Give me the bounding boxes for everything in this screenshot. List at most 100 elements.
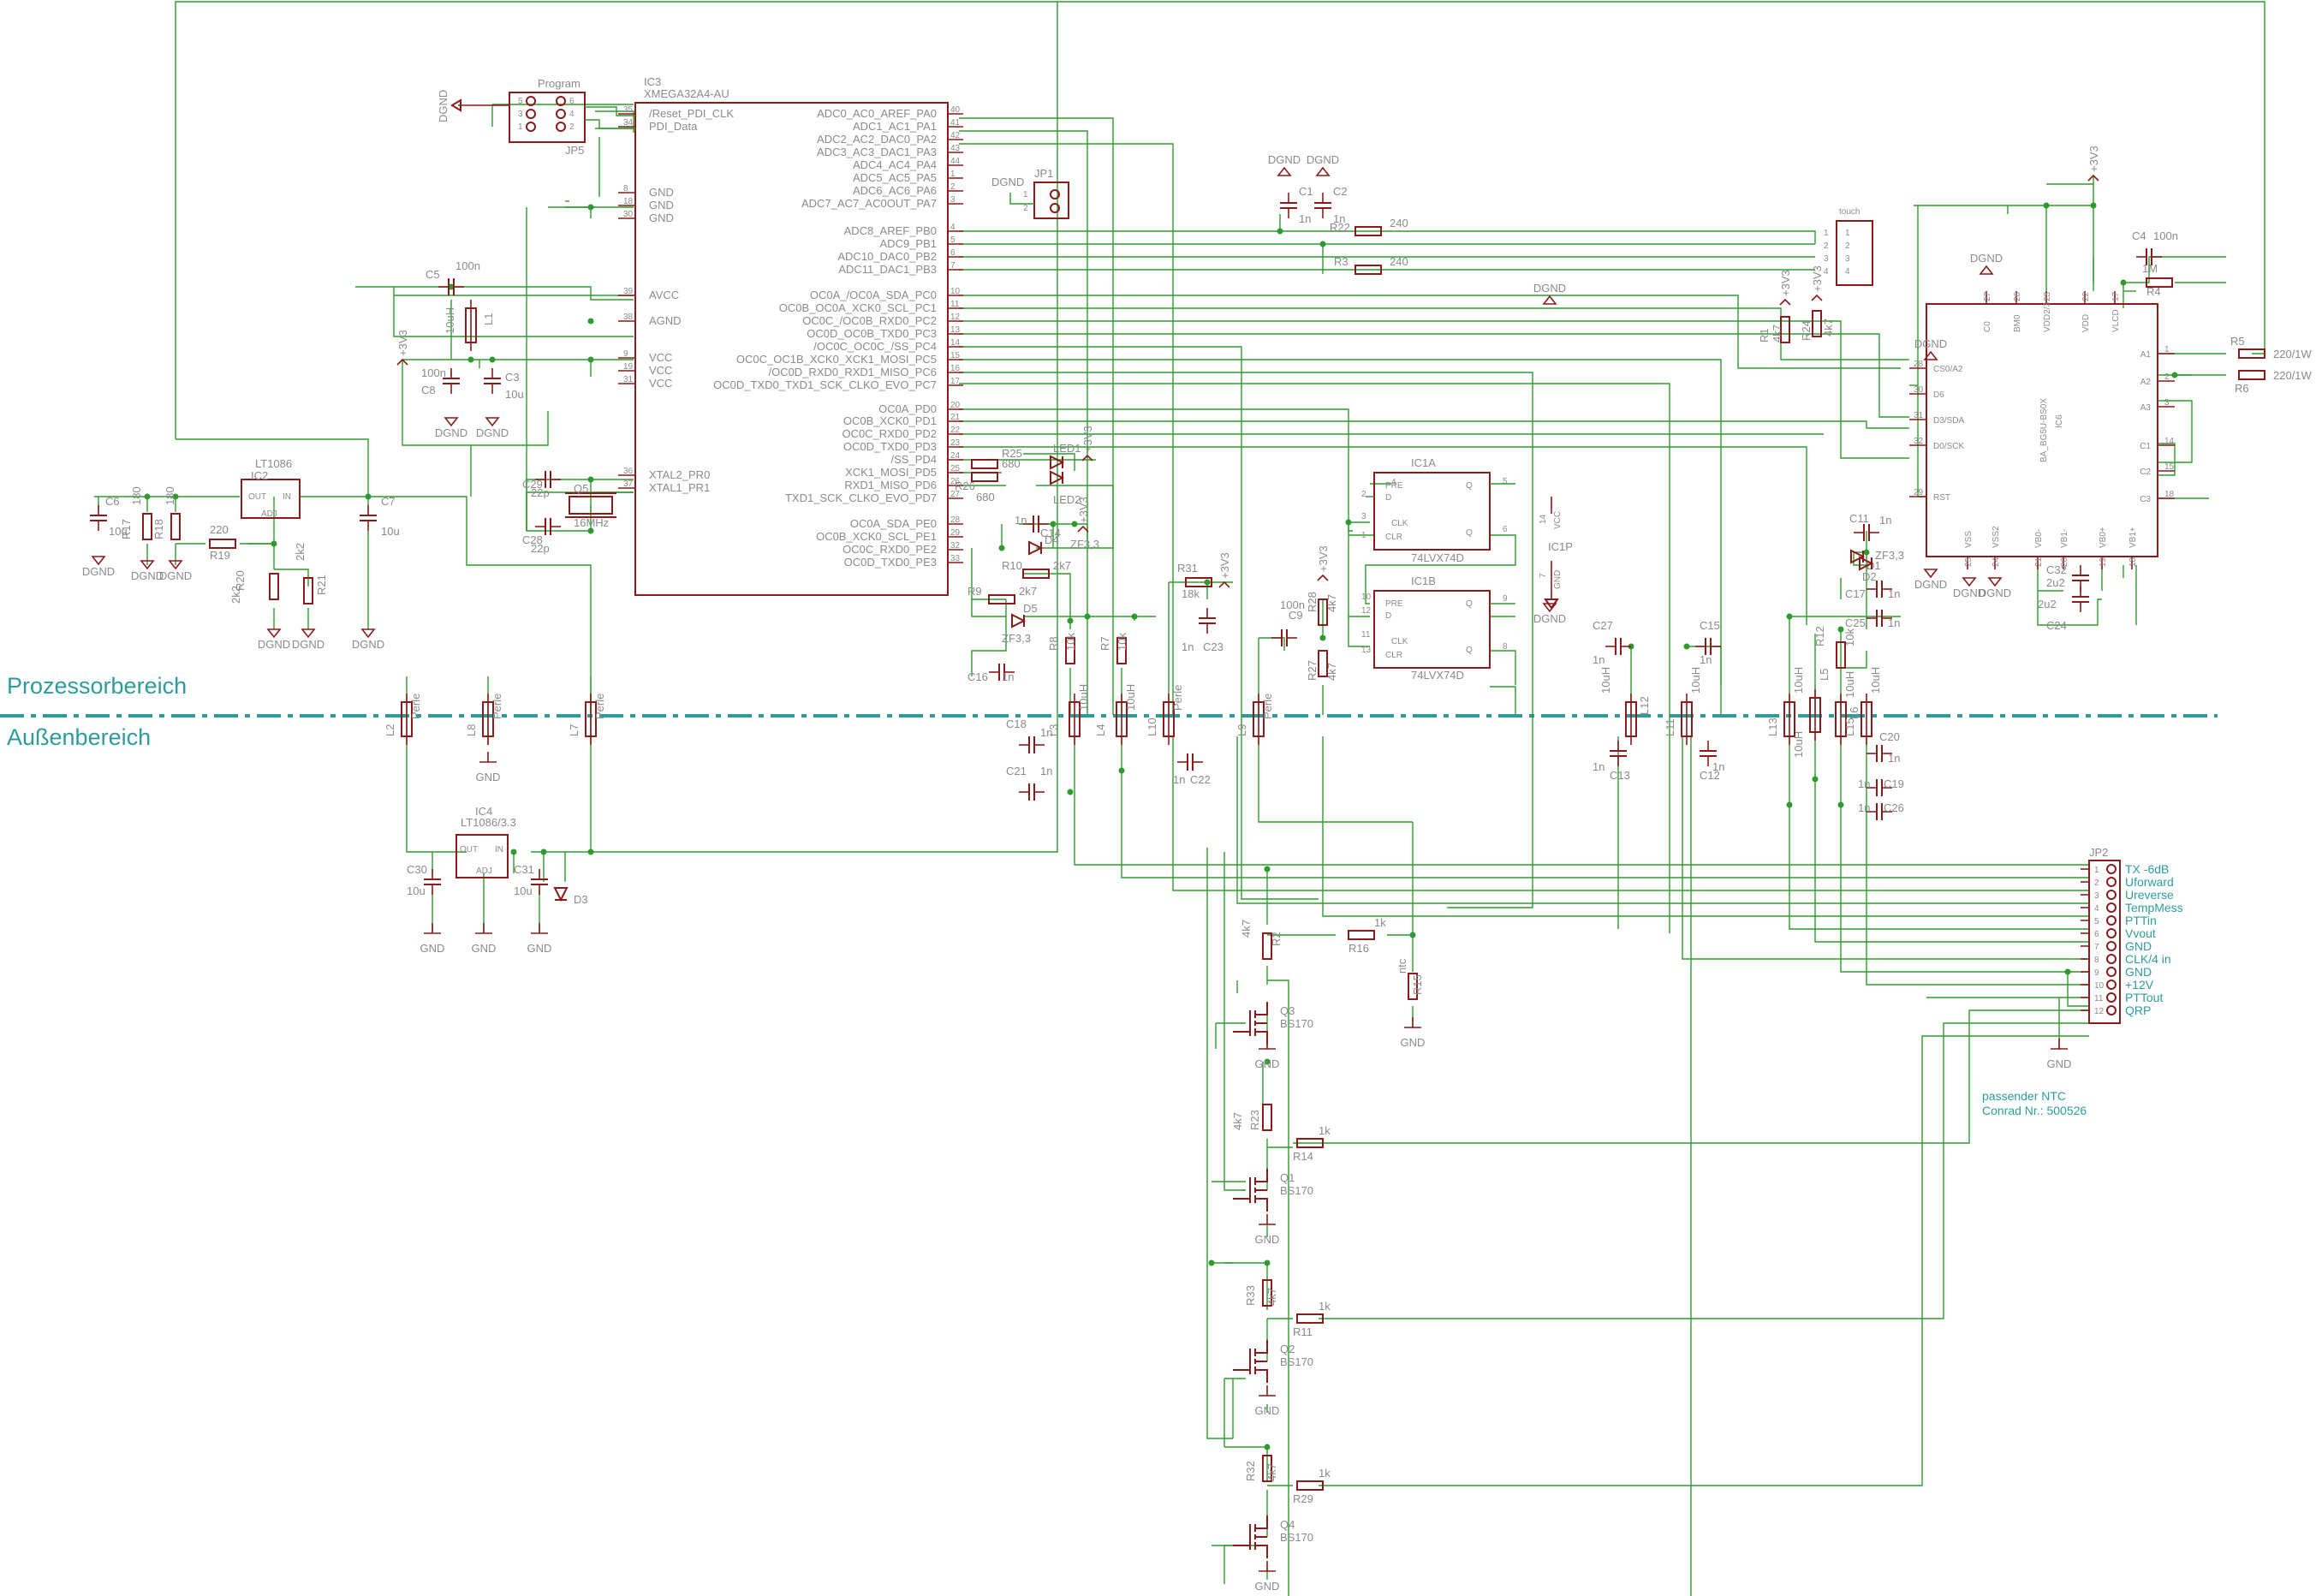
val-l5: 10uH bbox=[1792, 731, 1805, 758]
ic3-pin-35: /Reset_PDI_CLK bbox=[649, 107, 734, 120]
val-c2: 1n bbox=[1333, 212, 1345, 225]
dgnd-symbol: DGND bbox=[159, 560, 192, 582]
ref-c9: C9 bbox=[1289, 609, 1303, 622]
val-r1: 4k7 bbox=[1771, 325, 1783, 342]
ic3-pin-18: GND bbox=[649, 199, 674, 211]
part-led1: LED1 bbox=[1050, 442, 1081, 470]
svg-text:34: 34 bbox=[623, 118, 634, 128]
svg-text:IC1P: IC1P bbox=[1548, 540, 1573, 553]
ic3-pin-6: ADC10_DAC0_PB2 bbox=[837, 250, 937, 263]
svg-text:32: 32 bbox=[950, 541, 961, 551]
ref-c8: C8 bbox=[421, 384, 436, 396]
svg-text:DGND: DGND bbox=[352, 638, 384, 651]
ref-c19: C19 bbox=[1884, 777, 1904, 790]
val-l7: Perle bbox=[593, 694, 606, 719]
svg-text:Q: Q bbox=[1466, 599, 1473, 609]
ref-r8: R8 bbox=[1047, 636, 1060, 651]
jp2-signal-8: CLK/4 in bbox=[2125, 952, 2171, 966]
ref-l15: L15 bbox=[1843, 718, 1856, 736]
val-d4: ZF3,3 bbox=[1070, 538, 1099, 551]
svg-text:14: 14 bbox=[950, 338, 961, 348]
ref-c2: C2 bbox=[1333, 185, 1348, 198]
svg-text:2: 2 bbox=[1361, 490, 1366, 499]
ref-c12: C12 bbox=[1700, 769, 1720, 782]
svg-text:33: 33 bbox=[950, 554, 961, 563]
svg-text:20: 20 bbox=[950, 401, 961, 410]
svg-text:3: 3 bbox=[1845, 254, 1850, 264]
gnd-symbol: GND bbox=[1255, 1214, 1279, 1246]
ic3-pin-22: OC0C_RXD0_PD2 bbox=[842, 427, 937, 440]
val-r11: 1k bbox=[1319, 1300, 1331, 1313]
svg-text:11: 11 bbox=[950, 300, 960, 309]
ref-c31: C31 bbox=[514, 863, 534, 876]
ic3-pin-13: OC0D_OC0B_TXD0_PC3 bbox=[807, 327, 937, 340]
val-r12: 10k bbox=[1843, 628, 1856, 646]
val-l11: 10uH bbox=[1689, 667, 1702, 694]
svg-text:DGND: DGND bbox=[435, 426, 467, 439]
val-c5: 100n bbox=[455, 259, 480, 272]
ic3-pin-27: TXD1_SCK_CLKO_EVO_PD7 bbox=[785, 491, 937, 504]
svg-text:74LVX74D: 74LVX74D bbox=[1411, 551, 1464, 564]
ic3-pin-40: ADC0_AC0_AREF_PA0 bbox=[817, 107, 937, 120]
svg-text:IC1A: IC1A bbox=[1411, 456, 1436, 469]
svg-text:4: 4 bbox=[2094, 904, 2099, 914]
val-l10: Perle bbox=[1171, 685, 1184, 711]
svg-text:DGND: DGND bbox=[1953, 587, 1986, 599]
ref-c21: C21 bbox=[1006, 765, 1027, 777]
svg-text:39: 39 bbox=[623, 287, 634, 296]
jp2-signal-10: +12V bbox=[2125, 978, 2154, 992]
val-c24: 2u2 bbox=[2038, 598, 2057, 610]
svg-text:25: 25 bbox=[1964, 557, 1974, 567]
val-c11: 1n bbox=[1879, 514, 1891, 527]
touch-connector: touch 1 2 3 4 1 2 3 4 bbox=[1824, 207, 1873, 286]
jp1-header: JP1 1 2 DGND bbox=[991, 167, 1069, 219]
svg-text:Q: Q bbox=[1466, 646, 1473, 655]
ref-c4: C4 bbox=[2132, 229, 2146, 242]
zone-label-upper: Prozessorbereich bbox=[7, 673, 187, 699]
v33-symbol: +3V3 bbox=[1779, 270, 1792, 306]
val-l6: 10uH bbox=[1843, 671, 1856, 698]
dgnd-symbol: DGND bbox=[258, 628, 290, 651]
svg-text:DGND: DGND bbox=[1914, 337, 1947, 350]
val-r33: 4k7 bbox=[1265, 1288, 1278, 1306]
svg-text:10: 10 bbox=[2094, 981, 2105, 991]
svg-text:14: 14 bbox=[1539, 514, 1548, 524]
svg-text:CLR: CLR bbox=[1385, 533, 1402, 542]
ic6-pin-2: A2 bbox=[2140, 378, 2152, 387]
svg-text:DGND: DGND bbox=[82, 565, 115, 578]
ref-c24: C24 bbox=[2046, 619, 2067, 632]
svg-text:27: 27 bbox=[950, 490, 961, 499]
ref-r33: R33 bbox=[1244, 1285, 1257, 1306]
ic6-pin-18: VB1+ bbox=[2128, 527, 2138, 548]
val-c18: 1n bbox=[1040, 726, 1052, 739]
ref-c29: C29 bbox=[522, 478, 543, 491]
v33-symbol: +3V3 bbox=[1081, 426, 1094, 462]
ref-l1: L1 bbox=[482, 313, 495, 325]
val-r25: 680 bbox=[1002, 457, 1021, 470]
svg-text:25: 25 bbox=[950, 464, 961, 473]
dgnd-symbol: DGND bbox=[1970, 252, 2003, 275]
ref-r3: R3 bbox=[1334, 255, 1349, 268]
jp5-title: Program bbox=[538, 77, 580, 90]
ic3-pin-15: OC0C_OC1B_XCK0_XCK1_MOSI_PC5 bbox=[736, 353, 937, 366]
val-c16: 1n bbox=[1002, 670, 1014, 683]
ic6-pin-19: VB0+ bbox=[2099, 527, 2108, 548]
